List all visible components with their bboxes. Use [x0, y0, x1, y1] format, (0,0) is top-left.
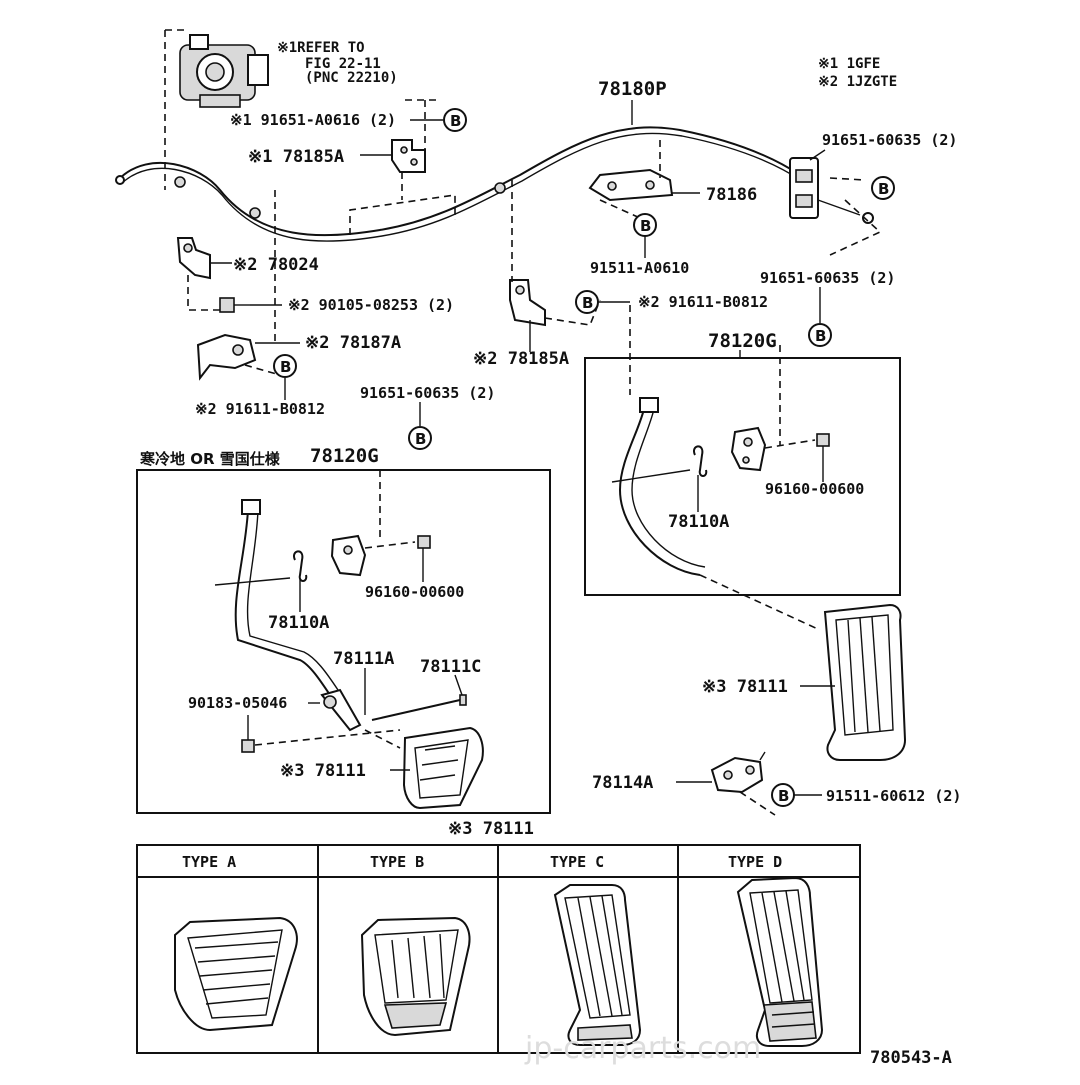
label-91651-60635-mid: 91651-60635 (2)	[760, 269, 895, 287]
spring-78110a-left	[293, 550, 308, 582]
label-96160-right: 96160-00600	[765, 480, 864, 498]
label-91611-b0812-mid: ※2 91611-B0812	[638, 293, 768, 311]
label-78185a-top: ※1 78185A	[248, 147, 344, 167]
clip-90183	[241, 739, 255, 753]
label-78111c: 78111C	[420, 657, 481, 677]
figure-code: 780543-A	[870, 1048, 952, 1068]
svg-text:B: B	[450, 112, 461, 130]
spring-78110a-right	[693, 445, 708, 477]
pedal-type-d-illustration	[736, 876, 824, 1047]
ref-b-marker: B	[633, 213, 657, 237]
pedal-assembly-box-left	[136, 469, 551, 814]
nut-96160-left	[417, 535, 431, 549]
pedal-arm-right	[611, 397, 706, 576]
label-78120g-right: 78120G	[708, 330, 777, 352]
accelerator-cable-78180p	[115, 126, 803, 242]
watermark-text: jp-carparts.com	[524, 1031, 761, 1066]
label-78111-below: ※3 78111	[448, 819, 534, 839]
label-91651-60635-left: 91651-60635 (2)	[360, 384, 495, 402]
svg-text:B: B	[280, 358, 291, 376]
label-91611-b0812-left: ※2 91611-B0812	[195, 400, 325, 418]
label-78186: 78186	[706, 185, 757, 205]
ref-b-marker: B	[871, 176, 895, 200]
cable-end-bracket-right	[789, 157, 874, 224]
pedal-lever-78111a	[320, 688, 362, 732]
pedal-pad-left	[402, 726, 484, 810]
svg-text:B: B	[582, 294, 593, 312]
refer-note-line2: FIG 22-11	[305, 56, 381, 72]
label-78110a-right: 78110A	[668, 512, 729, 532]
svg-text:B: B	[815, 327, 826, 345]
label-cold-region-note: 寒冷地 OR 雪国仕様	[140, 450, 281, 468]
bracket-78114a	[710, 756, 764, 794]
table-header-type-a: TYPE A	[182, 853, 236, 871]
bracket-78185a-mid	[509, 279, 546, 327]
pedal-pad-right	[823, 603, 907, 761]
refer-note-line3: (PNC 22210)	[305, 70, 398, 86]
table-header-type-c: TYPE C	[550, 853, 604, 871]
svg-text:B: B	[878, 180, 889, 198]
throttle-body-illustration	[179, 34, 269, 108]
label-78111-right: ※3 78111	[702, 677, 788, 697]
label-78120g-left: 78120G	[310, 445, 379, 467]
label-96160-left: 96160-00600	[365, 583, 464, 601]
pedal-type-a-illustration	[174, 916, 298, 1032]
ref-b-marker: B	[273, 354, 297, 378]
ref-b-marker: B	[808, 323, 832, 347]
pedal-bracket-left	[330, 534, 367, 577]
label-91651-a0616: ※1 91651-A0616 (2)	[230, 111, 396, 129]
label-78111-inbox: ※3 78111	[280, 761, 366, 781]
svg-text:B: B	[415, 430, 426, 448]
table-header-type-b: TYPE B	[370, 853, 424, 871]
ref-b-marker: B	[443, 108, 467, 132]
bracket-78185a-top	[391, 139, 426, 173]
label-91511-60612: 91511-60612 (2)	[826, 787, 961, 805]
label-90183-05046: 90183-05046	[188, 694, 287, 712]
label-78111a: 78111A	[333, 649, 394, 669]
pedal-type-b-illustration	[360, 916, 471, 1037]
bracket-78186	[588, 168, 674, 202]
table-header-type-d: TYPE D	[728, 853, 782, 871]
label-91511-a0610: 91511-A0610	[590, 259, 689, 277]
pedal-assembly-box-right	[584, 357, 901, 596]
label-78024: ※2 78024	[233, 255, 319, 275]
ref-b-marker: B	[575, 290, 599, 314]
svg-text:B: B	[778, 787, 789, 805]
label-78180p: 78180P	[598, 78, 667, 100]
label-78187a: ※2 78187A	[305, 333, 401, 353]
nut-96160-right	[816, 433, 830, 447]
ref-b-marker: B	[408, 426, 432, 450]
model-note-1: ※1 1GFE	[818, 56, 880, 72]
refer-note-line1: ※1REFER TO	[277, 40, 365, 56]
label-78114a: 78114A	[592, 773, 653, 793]
svg-text:B: B	[640, 217, 651, 235]
bracket-78024	[176, 237, 211, 280]
ref-b-marker: B	[771, 783, 795, 807]
label-90105-08253: ※2 90105-08253 (2)	[288, 296, 454, 314]
pedal-types-table: TYPE A TYPE B TYPE C TYPE D	[136, 844, 861, 1054]
label-78185a-mid: ※2 78185A	[473, 349, 569, 369]
bolt-90105-08253	[219, 297, 250, 313]
label-91651-60635-top: 91651-60635 (2)	[822, 131, 957, 149]
pedal-bracket-right	[730, 426, 767, 472]
pedal-arm-left	[214, 499, 339, 696]
pin-78111c	[371, 694, 467, 721]
label-78110a-left: 78110A	[268, 613, 329, 633]
model-note-2: ※2 1JZGTE	[818, 74, 897, 90]
bracket-78187a	[196, 333, 257, 381]
pedal-type-c-illustration	[553, 884, 642, 1046]
